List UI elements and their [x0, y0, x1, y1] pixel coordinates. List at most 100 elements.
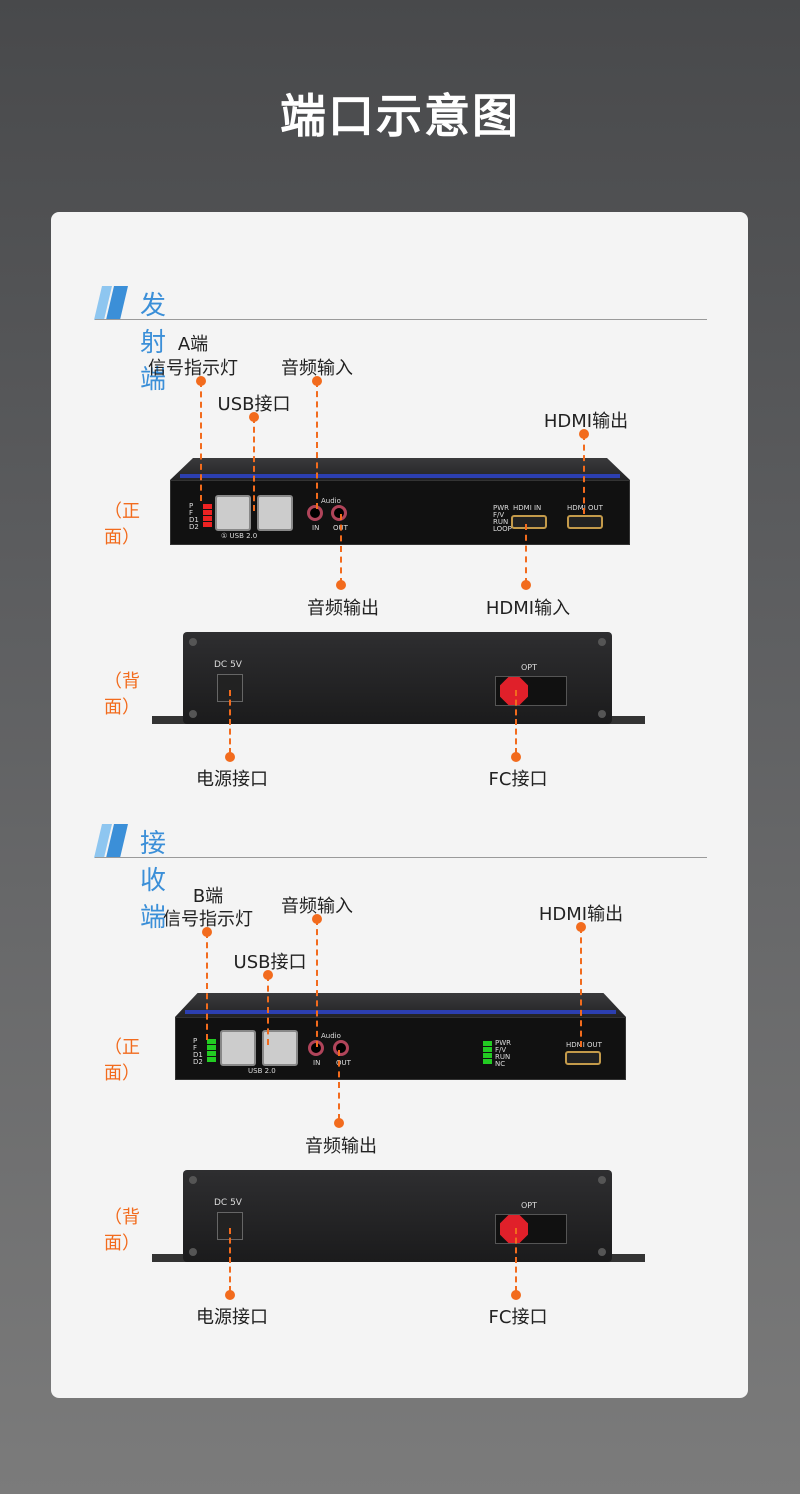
- leader-line: [200, 381, 202, 501]
- led-label: P: [189, 502, 194, 510]
- divider: [95, 319, 707, 320]
- label-power: 电源接口: [196, 769, 268, 790]
- led-label: D1: [189, 516, 199, 524]
- label-fc: FC接口: [488, 1307, 548, 1328]
- status-label: NC: [495, 1060, 506, 1068]
- fc-connector: [500, 1215, 528, 1243]
- leader-line: [229, 1228, 231, 1292]
- label-front: （正面）: [104, 1037, 140, 1084]
- optical-port: [495, 1214, 567, 1244]
- screw-icon: [189, 638, 197, 646]
- label-back: （背面）: [104, 671, 140, 718]
- out-text: OUT: [336, 1059, 351, 1067]
- label-usb: USB接口: [217, 394, 291, 415]
- leader-line: [515, 1228, 517, 1292]
- led-label: D2: [193, 1058, 203, 1066]
- audio-out-jack: [333, 1040, 349, 1056]
- led-indicator: [206, 1051, 216, 1056]
- leader-line: [206, 932, 208, 1040]
- status-label: RUN: [495, 1053, 511, 1061]
- label-audio-out: 音频输出: [307, 598, 379, 619]
- hdmi-out-text: HDMI OUT: [566, 1041, 602, 1049]
- led-indicator: [206, 1057, 216, 1062]
- led-indicator: [202, 510, 212, 515]
- leader-dot: [521, 580, 531, 590]
- hdmi-in-text: HDMI IN: [513, 504, 542, 512]
- status-label: PWR: [495, 1039, 512, 1047]
- led-label: F: [189, 509, 194, 517]
- led-indicator: [483, 1053, 492, 1058]
- label-end: A端: [177, 334, 209, 355]
- dc-text: DC 5V: [214, 1198, 242, 1208]
- label-indicator: 信号指示灯: [163, 909, 253, 930]
- section-heading: 接收端: [140, 829, 167, 933]
- label-power: 电源接口: [196, 1307, 268, 1328]
- receiver-back-panel: DC 5V OPT: [183, 1170, 612, 1262]
- status-label: RUN: [493, 518, 509, 526]
- label-hdmi-in: HDMI输入: [485, 598, 571, 619]
- transmitter-back-panel: DC 5V OPT: [183, 632, 612, 724]
- led-label: F: [193, 1044, 198, 1052]
- status-label: PWR: [493, 504, 510, 512]
- opt-text: OPT: [521, 663, 538, 672]
- hdmi-out-port: [565, 1051, 601, 1065]
- screw-icon: [598, 710, 606, 718]
- usb-text: ① USB 2.0: [221, 532, 258, 540]
- label-end: B端: [192, 886, 224, 907]
- led-label: D2: [189, 523, 199, 531]
- leader-line: [316, 381, 318, 509]
- label-hdmi-out: HDMI输出: [543, 411, 629, 432]
- leader-dot: [511, 752, 521, 762]
- usb-port: [220, 1030, 256, 1066]
- leader-line: [525, 524, 527, 584]
- audio-text: Audio: [321, 497, 341, 505]
- leader-line: [583, 434, 585, 514]
- led-indicator: [202, 516, 212, 521]
- leader-dot: [511, 1290, 521, 1300]
- screw-icon: [189, 710, 197, 718]
- led-indicator: [483, 1047, 492, 1052]
- led-indicator: [483, 1041, 492, 1046]
- leader-dot: [334, 1118, 344, 1128]
- leader-line: [316, 919, 318, 1047]
- leader-dot: [336, 580, 346, 590]
- label-audio-in: 音频输入: [281, 896, 353, 917]
- led-label: P: [193, 1037, 198, 1045]
- usb-port: [215, 495, 251, 531]
- led-label: D1: [193, 1051, 203, 1059]
- usb-port: [257, 495, 293, 531]
- audio-in-jack: [307, 505, 323, 521]
- screw-icon: [189, 1248, 197, 1256]
- led-indicator: [206, 1039, 216, 1044]
- screw-icon: [598, 1248, 606, 1256]
- led-indicator: [202, 522, 212, 527]
- label-usb: USB接口: [233, 952, 307, 973]
- screw-icon: [598, 1176, 606, 1184]
- screw-icon: [598, 638, 606, 646]
- hdmi-out-port: [567, 515, 603, 529]
- leader-line: [267, 975, 269, 1045]
- audio-text: Audio: [321, 1032, 341, 1040]
- label-indicator: 信号指示灯: [148, 358, 238, 379]
- label-fc: FC接口: [488, 769, 548, 790]
- label-hdmi-out: HDMI输出: [538, 904, 624, 925]
- leader-line: [340, 514, 342, 584]
- status-label: LOOP: [493, 525, 512, 533]
- optical-port: [495, 676, 567, 706]
- hdmi-in-port: [511, 515, 547, 529]
- fc-connector: [500, 677, 528, 705]
- in-text: IN: [312, 524, 320, 532]
- device-stripe: [180, 474, 620, 478]
- opt-text: OPT: [521, 1201, 538, 1210]
- section-heading: 发射端: [140, 291, 167, 395]
- leader-line: [338, 1050, 340, 1120]
- label-front: （正面）: [104, 501, 140, 548]
- leader-line: [515, 690, 517, 754]
- label-back: （背面）: [104, 1207, 140, 1254]
- leader-line: [253, 417, 255, 511]
- device-stripe: [185, 1010, 616, 1014]
- label-audio-out: 音频输出: [305, 1136, 377, 1157]
